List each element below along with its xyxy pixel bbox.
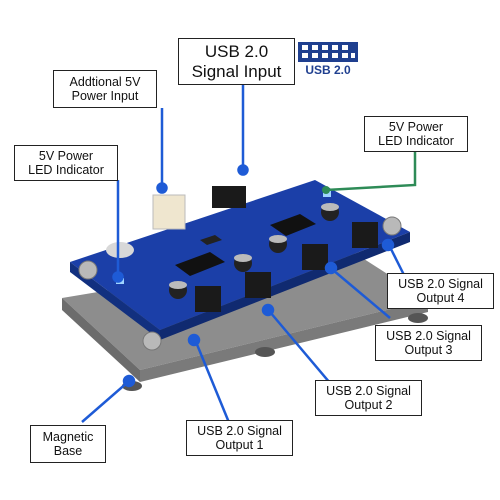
usb-signal-input-line2: Signal Input [191, 61, 282, 81]
pcb-board [70, 180, 410, 351]
output-1-line2: Output 1 [215, 438, 264, 452]
led-indicator-right-label: 5V Power LED Indicator [364, 116, 468, 152]
usb-2-badge: USB 2.0 [298, 42, 358, 77]
output-4-line2: Output 4 [416, 291, 465, 305]
output-3-line2: Output 3 [404, 343, 453, 357]
usb-signal-input-line1: USB 2.0 [204, 41, 269, 61]
led-right-line1: 5V Power [388, 119, 444, 134]
usb-output-4-label: USB 2.0 Signal Output 4 [387, 273, 494, 309]
led-right-callout-line [325, 152, 417, 192]
output-2-line2: Output 2 [344, 398, 393, 412]
usb-output-2-label: USB 2.0 Signal Output 2 [315, 380, 422, 416]
output-1-line1: USB 2.0 Signal [197, 423, 282, 438]
output-4-line1: USB 2.0 Signal [398, 276, 483, 291]
additional-power-line1: Addtional 5V [69, 74, 141, 89]
led-right-line2: LED Indicator [378, 134, 454, 148]
callout-lines [81, 85, 406, 426]
usb-output-1-label: USB 2.0 Signal Output 1 [186, 420, 293, 456]
usb-signal-input-label: USB 2.0 Signal Input [178, 38, 295, 85]
led-left-line2: LED Indicator [28, 163, 104, 177]
output-2-line1: USB 2.0 Signal [326, 383, 411, 398]
magnetic-base-line1: Magnetic [42, 429, 94, 444]
magnetic-base-label: Magnetic Base [30, 425, 106, 463]
usb-output-3-label: USB 2.0 Signal Output 3 [375, 325, 482, 361]
led-right-callout-dot [322, 186, 330, 194]
led-left-line1: 5V Power [38, 148, 94, 163]
magnetic-base-line2: Base [53, 444, 83, 458]
additional-power-input-label: Addtional 5V Power Input [53, 70, 157, 108]
usb-2-badge-text: USB 2.0 [305, 63, 351, 77]
additional-power-line2: Power Input [71, 89, 139, 103]
output-3-line1: USB 2.0 Signal [386, 328, 471, 343]
usb-port-icon [298, 42, 358, 62]
led-indicator-left-label: 5V Power LED Indicator [14, 145, 118, 181]
